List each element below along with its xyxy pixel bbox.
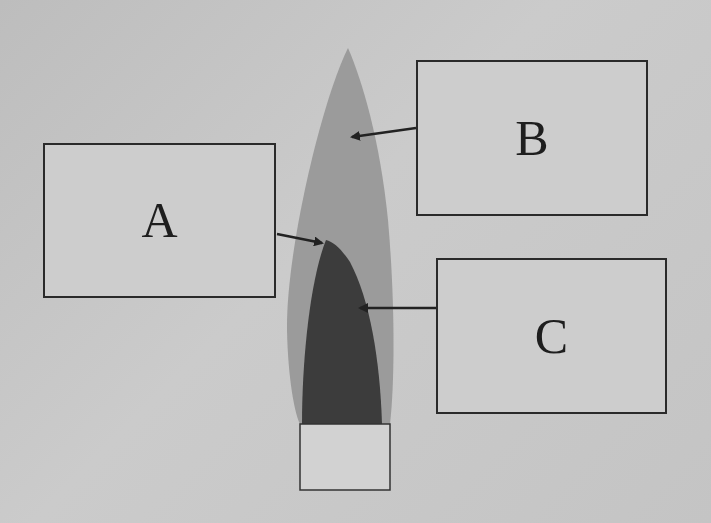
label-box: C [436,258,667,414]
zone-letter: B [515,111,548,166]
zone-letter: A [141,193,177,248]
outer-flame [287,48,394,424]
candle-wick [300,424,390,490]
inner-flame [302,240,382,424]
leader-arrow [360,307,436,310]
leader-arrow [352,128,416,137]
leader-arrow [277,234,322,243]
label-box: B [416,60,648,216]
label-box: A [43,143,276,298]
zone-letter: C [535,309,568,364]
